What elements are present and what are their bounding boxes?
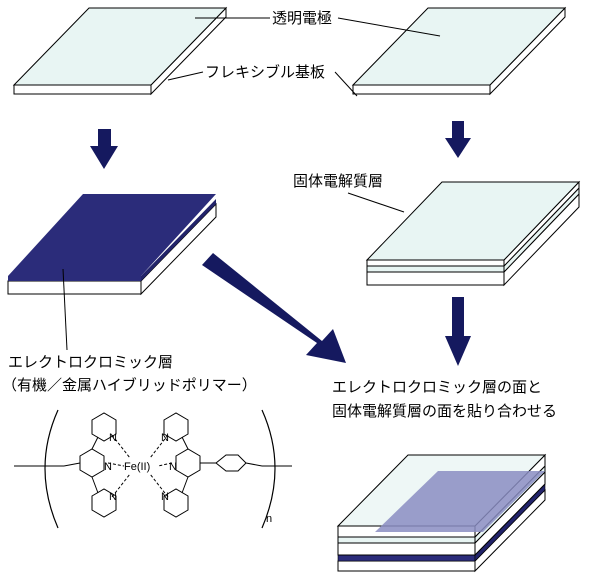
- electrolyte-surface: [365, 181, 581, 261]
- ec-layer-surface: [8, 194, 216, 276]
- chem-n-right-lower: N: [161, 491, 169, 503]
- leader-substrate-left: [167, 71, 204, 81]
- ec-tinted-region: [375, 471, 545, 532]
- electrolyte-stack: [365, 180, 581, 287]
- label-transparent-electrode: 透明電極: [272, 9, 332, 27]
- arrow-down-right: [445, 121, 471, 158]
- label-ec-layer-line1: エレクトロクロミック層: [8, 353, 173, 371]
- arrow-down-right-bottom: [445, 297, 471, 366]
- label-ec-layer-line2: （有機／金属ハイブリッドポリマー）: [2, 376, 257, 394]
- leader-electrode-right: [337, 17, 441, 37]
- label-solid-electrolyte: 固体電解質層: [293, 172, 383, 190]
- chem-n-right-upper: N: [161, 432, 169, 444]
- arrow-diagonal: [202, 253, 346, 363]
- substrate-electrode-right: [351, 6, 567, 96]
- polymer-structure: [14, 409, 292, 529]
- bonded-device: [336, 453, 547, 573]
- label-flexible-substrate: フレキシブル基板: [205, 63, 325, 81]
- leader-substrate-right: [334, 71, 358, 97]
- leader-electrolyte: [347, 192, 405, 213]
- chem-n-right-center: N: [169, 461, 177, 473]
- substrate-electrode-left: [12, 6, 228, 96]
- arrow-down-left: [90, 129, 118, 169]
- chem-n-left-center: N: [104, 461, 112, 473]
- leader-ec-layer: [62, 268, 68, 351]
- ec-layer-stack: [7, 194, 217, 296]
- chem-n-left-upper: N: [109, 432, 117, 444]
- chem-subscript-n: n: [266, 513, 272, 525]
- label-bond-step-line2: 固体電解質層の面を貼り合わせる: [332, 402, 557, 420]
- label-bond-step-line1: エレクトロクロミック層の面と: [332, 378, 542, 396]
- chem-n-left-lower: N: [109, 491, 117, 503]
- chem-fe-center: Fe(II): [124, 461, 150, 473]
